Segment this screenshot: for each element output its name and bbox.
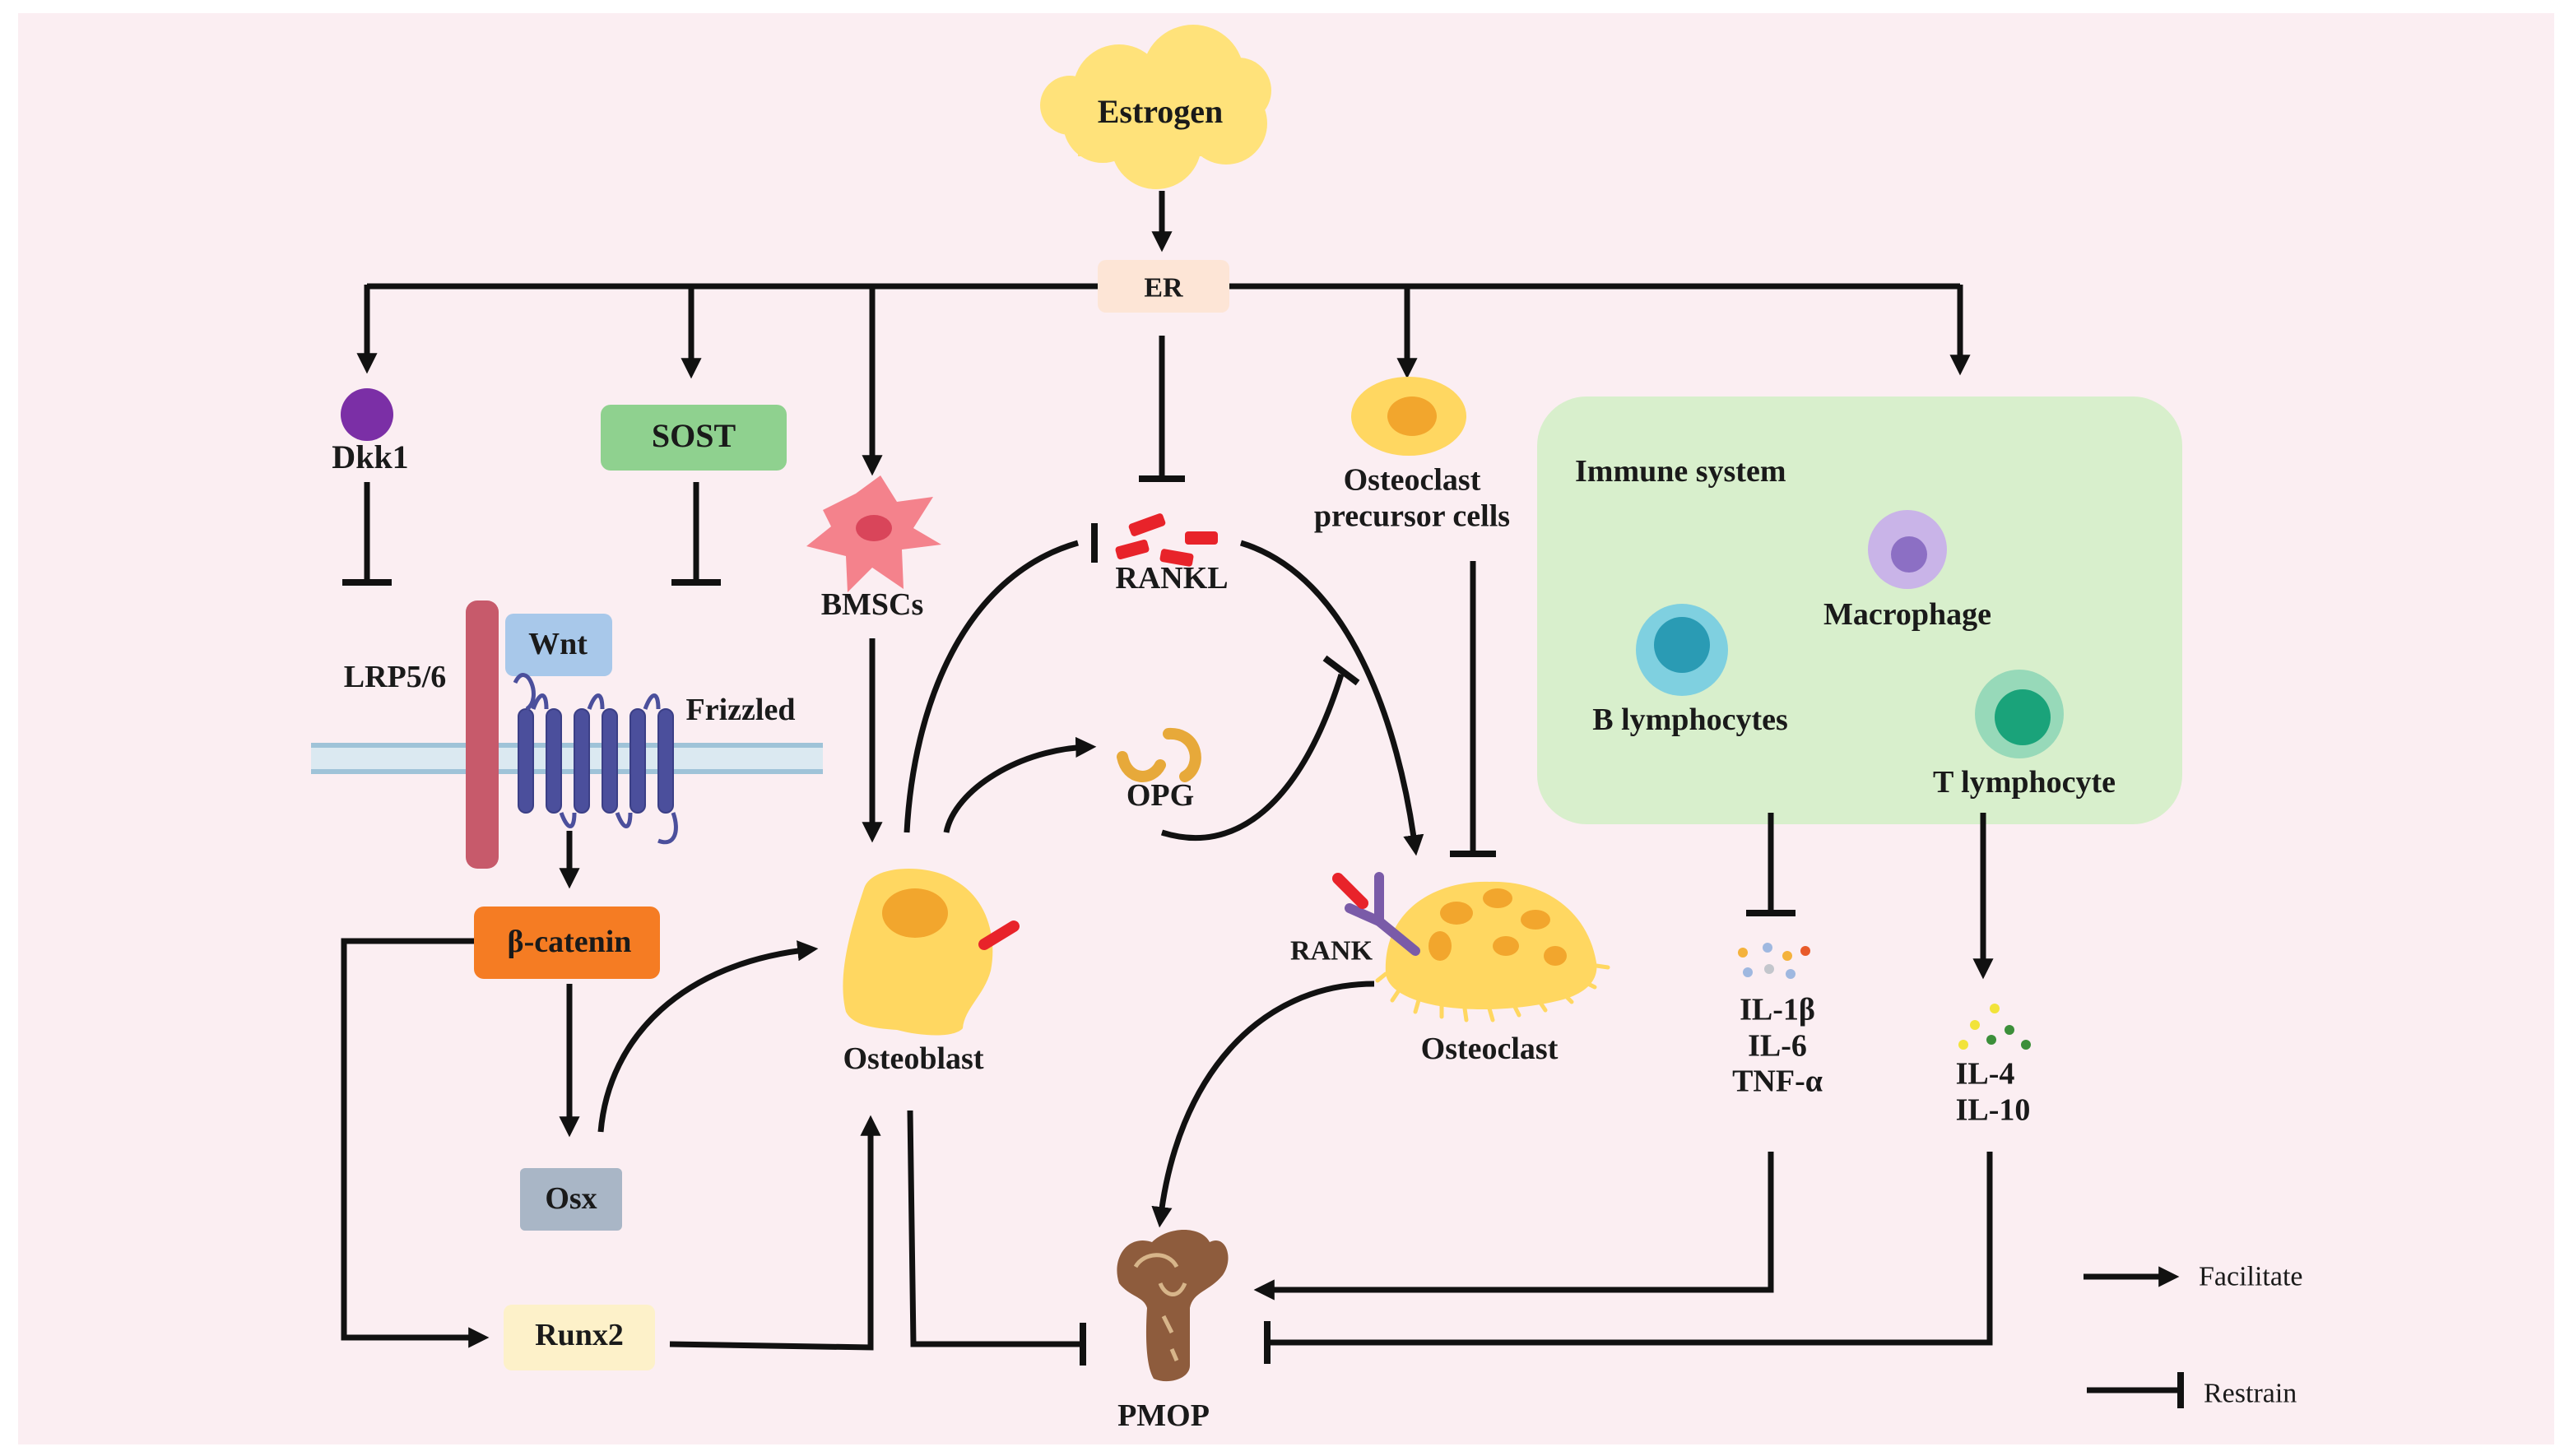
arrow-rankl-to-osteoclast [1239,540,1424,856]
beta-catenin-label: β-catenin [507,925,632,960]
macrophage-cell [1868,510,1947,589]
cytokine-il10: IL-10 [1955,1092,2031,1127]
arrow-osx-to-osteoblast [597,940,819,1133]
cytokine-il4: IL-4 [1955,1056,2015,1092]
opg-shape [1117,728,1201,782]
restrain-osteoblast-rankl [904,540,1079,833]
macrophage-label: Macrophage [1823,597,1992,633]
opg-label: OPG [1126,778,1195,814]
legend-facilitate-label: Facilitate [2199,1261,2303,1292]
osteoclast-cell [1375,881,1610,1022]
proinflammatory-cytokines: IL-1β IL-6 TNF-α [1732,992,1823,1100]
bmscs-label: BMSCs [820,587,924,623]
restrain-antiinflammatory-pmop [1269,1152,1993,1346]
b-lymphocyte-cell [1636,604,1728,696]
restrain-opg-rankl [1160,673,1345,842]
runx2-box [504,1305,655,1370]
arrow-osteoclast-to-pmop [1151,981,1375,1228]
rank-receptor [1332,872,1420,956]
pmop-label: PMOP [1117,1398,1210,1434]
cytokine-tnfa: TNF-α [1732,1064,1823,1099]
osteoblast-cell [843,869,1020,1036]
frizzled-label: Frizzled [685,693,796,728]
t-lymphocyte-label: T lymphocyte [1932,765,2116,800]
frizzled-loops [513,673,678,845]
rankl-marks [1115,513,1218,567]
frizzled-receptor [518,708,674,814]
arrow-runx2-to-osteoblast [669,1115,881,1351]
osteoclast-precursor-cell [1351,377,1466,456]
osteoclast-precursor-line1: Osteoclast [1343,462,1481,498]
arrow-beta-catenin-to-runx2 [341,938,490,1348]
dkk1-dot [341,388,393,441]
arrow-osteoblast-to-opg [943,736,1097,833]
er-box [1098,260,1229,313]
restrain-osteoblast-pmop [907,1110,1081,1347]
legend-restrain-label: Restrain [2204,1378,2297,1409]
osteoclast-precursor-line2: precursor cells [1313,498,1511,533]
cytokine-il6: IL-6 [1748,1028,1807,1064]
cytokine-il1b: IL-1β [1740,992,1815,1027]
immune-system-label: Immune system [1575,454,1786,489]
osx-box [520,1168,622,1231]
osx-label: Osx [545,1181,597,1217]
b-lymphocytes-label: B lymphocytes [1592,702,1788,738]
estrogen-label: Estrogen [1097,93,1224,130]
antiinflammatory-cytokines: IL-4 IL-10 [1956,1056,2031,1128]
estrogen-cloud [1040,25,1271,189]
proinflammatory-dots [1738,943,1810,979]
pmop-bone [1117,1230,1229,1382]
lrp56-receptor [466,600,499,869]
rank-label: RANK [1289,935,1373,967]
wnt-label: Wnt [528,627,588,662]
cell-membrane [311,743,823,774]
wnt-box [505,614,612,676]
beta-catenin-box [474,907,660,979]
er-label: ER [1144,272,1183,304]
arrow-proinflammatory-to-pmop [1253,1152,1774,1301]
restrain-opg-rankl-bar [1322,655,1360,686]
osteoblast-label: Osteoblast [843,1041,984,1077]
antiinflammatory-dots [1958,1004,2031,1050]
dkk1-label: Dkk1 [332,438,409,475]
sost-box [601,405,787,471]
osteoclast-label: Osteoclast [1420,1032,1559,1067]
lrp56-label: LRP5/6 [343,660,447,695]
rankl-label: RANKL [1115,561,1229,596]
osteoclast-precursor-label: Osteoclast precursor cells [1314,462,1510,534]
t-lymphocyte-cell [1975,670,2064,758]
sost-label: SOST [651,417,736,454]
runx2-label: Runx2 [535,1318,624,1353]
bmsc-cell [806,475,941,592]
